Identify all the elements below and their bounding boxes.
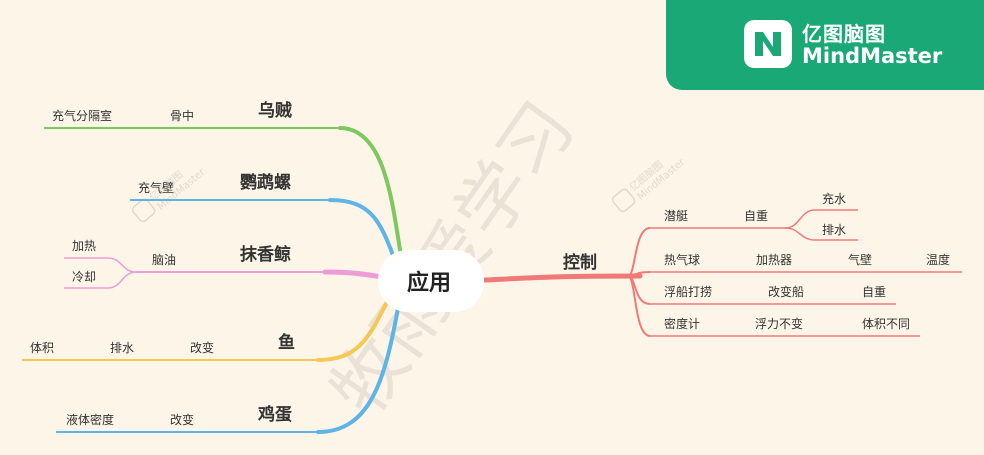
- branch-nautilus: 鹦鹉螺 充气壁: [130, 172, 396, 260]
- node-heat[interactable]: 加热: [72, 239, 96, 253]
- node-volume-different[interactable]: 体积不同: [862, 317, 910, 331]
- branch-egg: 鸡蛋 改变 液体密度: [56, 306, 400, 434]
- branch-control: 控制 潜艇 自重 充水 排水 热气球 加热器 气壁 温度 浮船打捞 改变船 自重…: [482, 191, 962, 337]
- node-buoyancy-constant[interactable]: 浮力不变: [755, 316, 803, 331]
- node-air-chambers[interactable]: 充气分隔室: [52, 108, 112, 123]
- brand-name-cn: 亿图脑图: [802, 22, 886, 46]
- node-bone[interactable]: 骨中: [170, 108, 194, 123]
- node-cool[interactable]: 冷却: [72, 270, 96, 284]
- node-densimeter[interactable]: 密度计: [664, 316, 700, 331]
- brand-badge: 亿图脑图 MindMaster: [666, 0, 984, 90]
- node-change[interactable]: 改变: [190, 340, 214, 355]
- node-volume[interactable]: 体积: [30, 341, 54, 355]
- center-node-bubble[interactable]: [378, 250, 484, 312]
- node-change-2[interactable]: 改变: [170, 412, 194, 427]
- branch-label-fish[interactable]: 鱼: [278, 332, 295, 353]
- branch-squid: 乌贼 骨中 充气分隔室: [44, 100, 402, 252]
- node-heater[interactable]: 加热器: [756, 253, 792, 267]
- branch-sperm-whale: 抹香鲸 脑油 加热 冷却: [64, 239, 391, 289]
- node-change-boat[interactable]: 改变船: [768, 284, 804, 299]
- branch-label-egg[interactable]: 鸡蛋: [257, 404, 292, 425]
- node-brain-oil[interactable]: 脑油: [152, 253, 176, 267]
- node-air-wall-left[interactable]: 充气壁: [138, 180, 174, 195]
- branch-label-squid[interactable]: 乌贼: [258, 100, 292, 121]
- branch-fish: 鱼 改变 排水 体积: [22, 298, 390, 362]
- node-temperature[interactable]: 温度: [926, 252, 950, 267]
- node-liquid-density[interactable]: 液体密度: [66, 412, 114, 427]
- branch-label-control[interactable]: 控制: [563, 252, 597, 273]
- node-submarine[interactable]: 潜艇: [664, 209, 688, 223]
- node-air-wall[interactable]: 气壁: [848, 252, 872, 267]
- node-self-weight-2[interactable]: 自重: [862, 285, 886, 299]
- mindmaster-logo-icon: [744, 20, 792, 68]
- branch-label-nautilus[interactable]: 鹦鹉螺: [240, 172, 291, 193]
- watermark-logo-1: 亿图脑图 MindMaster: [611, 156, 688, 213]
- node-fill-water[interactable]: 充水: [822, 191, 846, 206]
- node-hot-air-balloon[interactable]: 热气球: [664, 252, 700, 267]
- branch-label-sperm-whale[interactable]: 抹香鲸: [240, 244, 291, 265]
- node-drain-water[interactable]: 排水: [822, 223, 846, 237]
- center-node-label[interactable]: 应用: [407, 270, 451, 296]
- node-salvage[interactable]: 浮船打捞: [664, 285, 712, 299]
- node-self-weight[interactable]: 自重: [744, 209, 768, 223]
- brand-name-en: MindMaster: [802, 44, 943, 68]
- center-node[interactable]: 应用: [378, 250, 484, 312]
- node-drain[interactable]: 排水: [110, 341, 134, 355]
